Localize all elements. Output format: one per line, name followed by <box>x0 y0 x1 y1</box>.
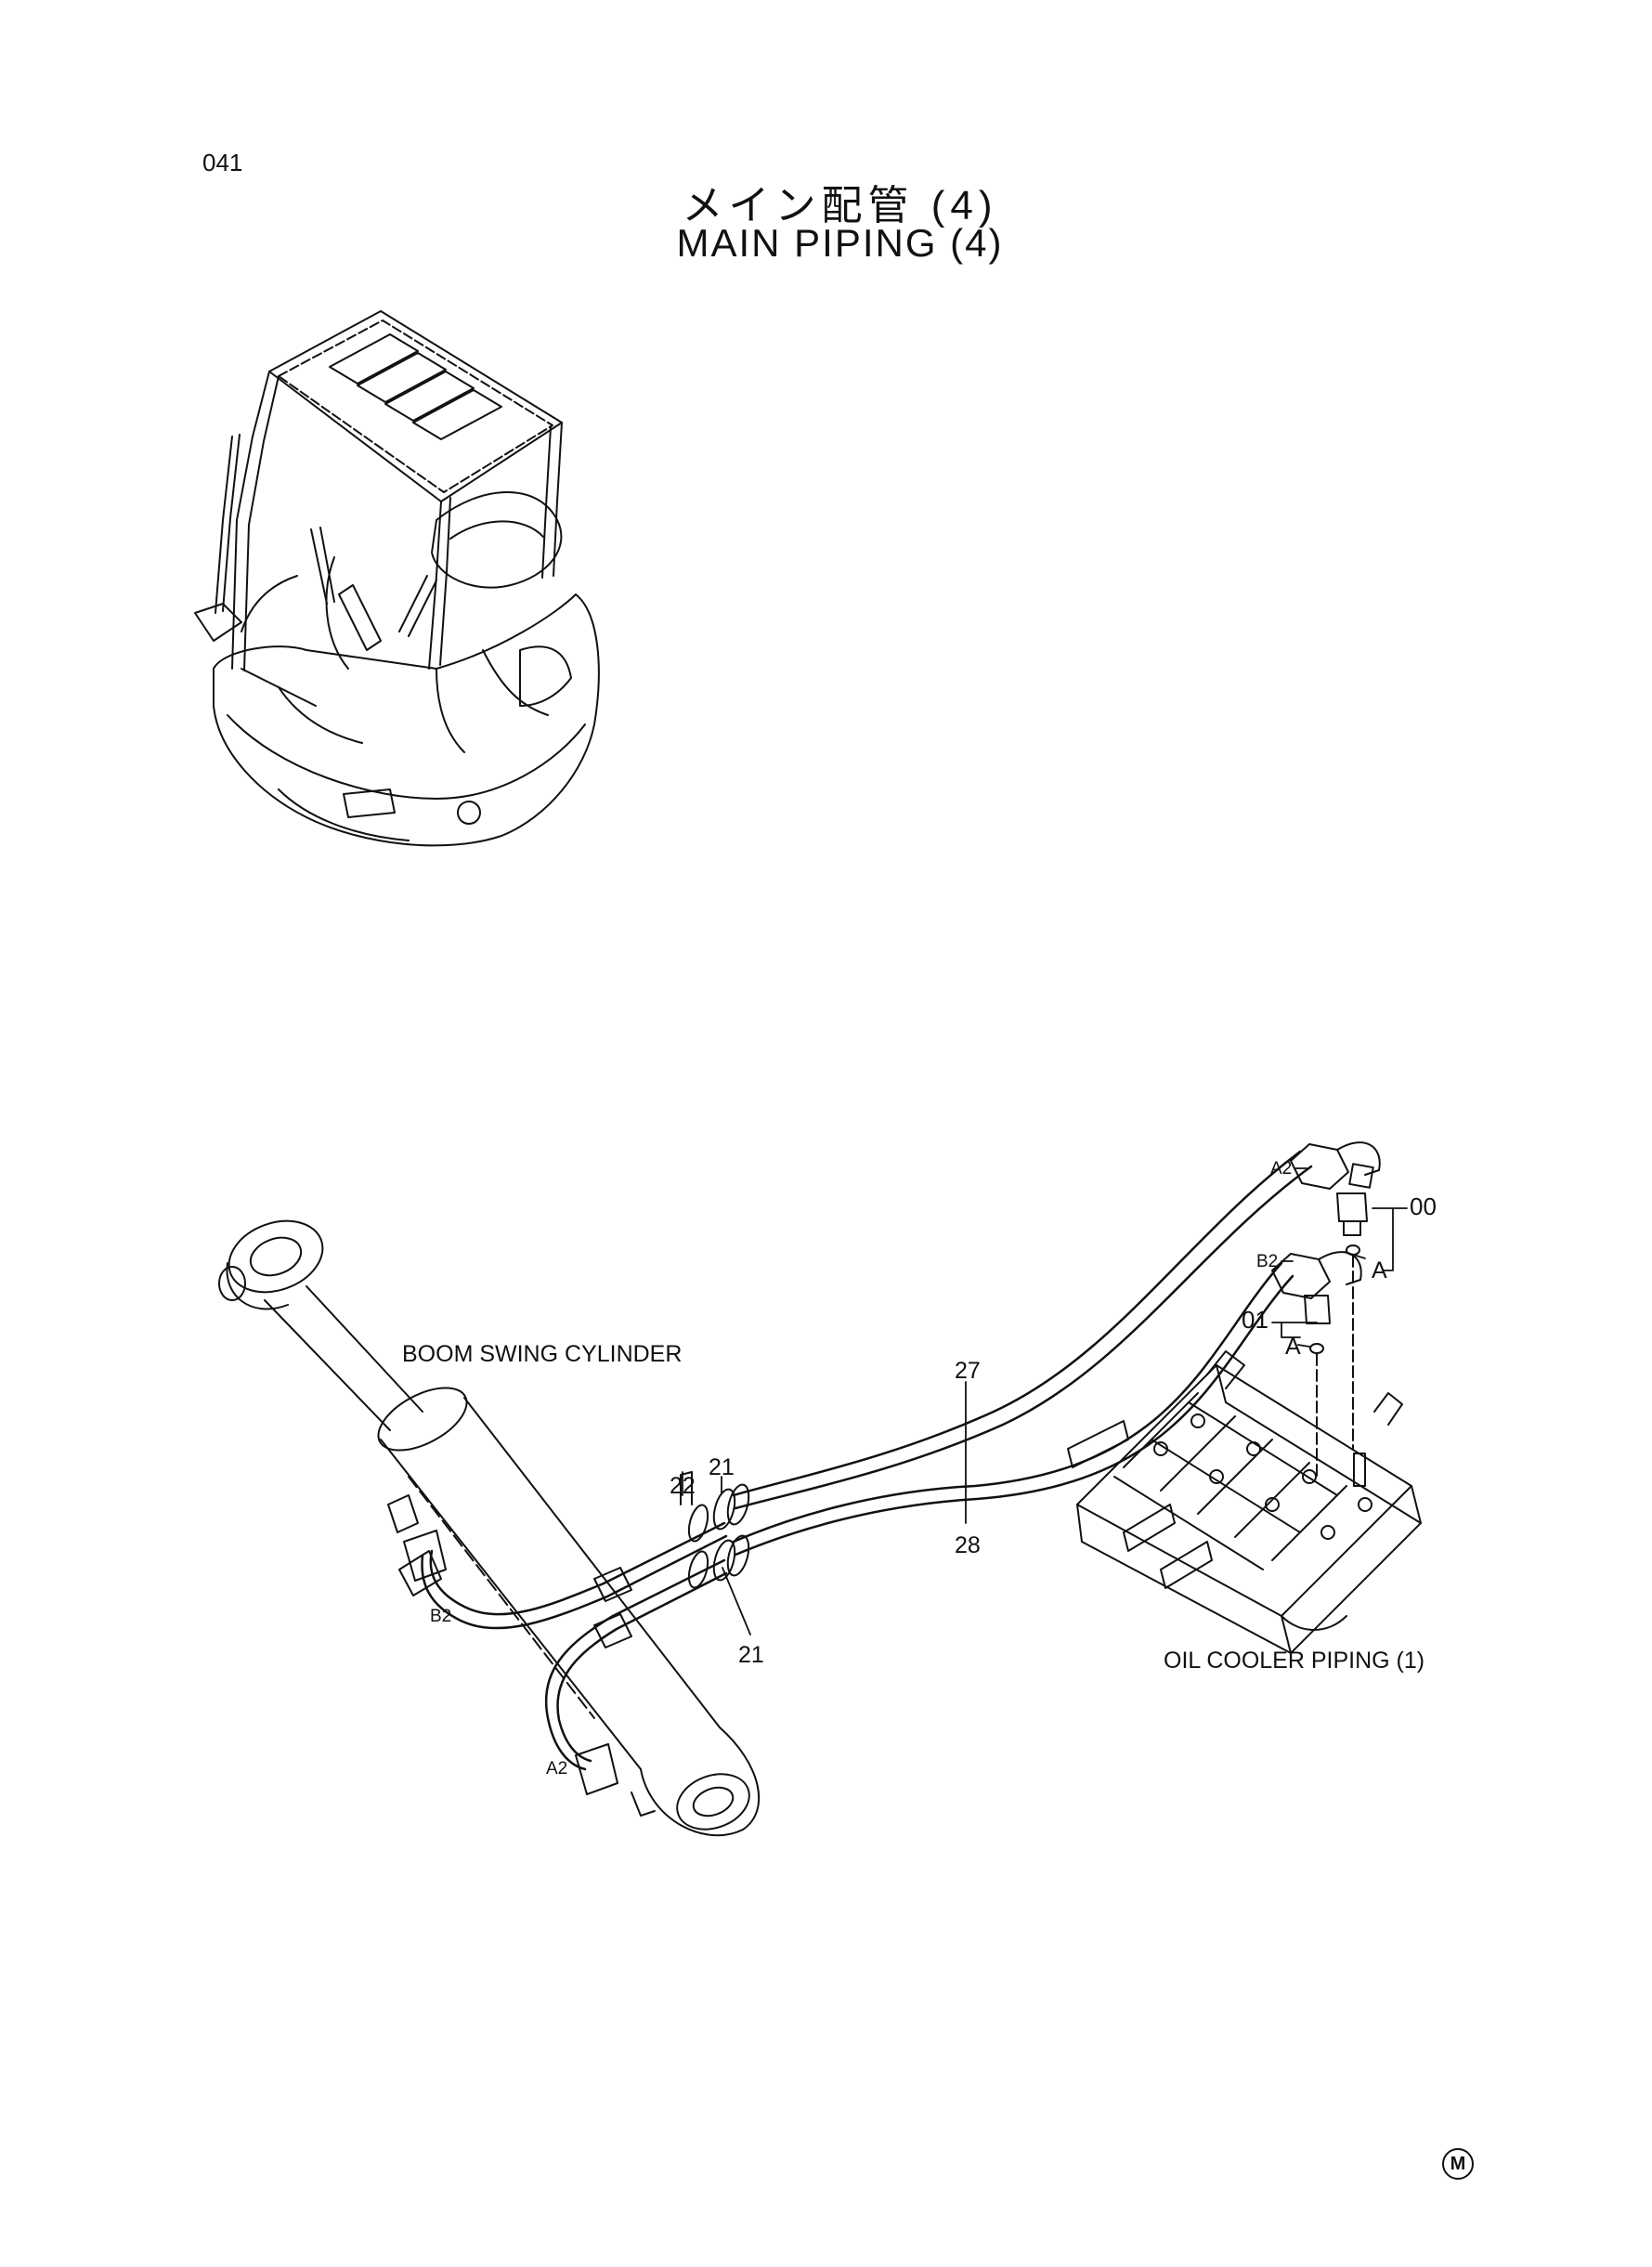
part-number-27: 27 <box>955 1358 981 1384</box>
boom-swing-cylinder-label: BOOM SWING CYLINDER <box>402 1341 682 1367</box>
boom-swing-cylinder-illustration <box>218 1219 761 1837</box>
control-valve-illustration <box>1067 1350 1422 1654</box>
part-number-21-bottom: 21 <box>738 1642 764 1668</box>
page-title-english: MAIN PIPING (4) <box>676 221 1004 265</box>
page-title-japanese: メイン配管 (4) <box>682 183 998 228</box>
part-number-00: 00 <box>1410 1192 1437 1220</box>
excavator-cab-illustration <box>194 310 600 847</box>
oil-cooler-piping-label: OIL COOLER PIPING (1) <box>1164 1648 1424 1674</box>
leader-lines <box>682 1167 1408 1635</box>
hose-fittings <box>403 1141 1381 1795</box>
part-number-01: 01 <box>1242 1306 1268 1334</box>
adapter-fittings <box>1304 1192 1368 1487</box>
port-b2-valve: B2 <box>1256 1252 1278 1271</box>
part-number-28: 28 <box>955 1532 981 1558</box>
detail-a-lower: A <box>1285 1334 1301 1360</box>
catalog-m-mark: M <box>1442 2148 1474 2180</box>
part-number-21-top: 21 <box>709 1454 735 1480</box>
port-a2-valve: A2 <box>1270 1159 1292 1179</box>
detail-a-upper: A <box>1372 1257 1387 1283</box>
port-a2-cylinder: A2 <box>546 1759 567 1778</box>
port-b2-cylinder: B2 <box>430 1607 451 1626</box>
hose-lines <box>421 1150 1313 1771</box>
part-number-22: 22 <box>670 1473 696 1499</box>
page-number: 041 <box>202 149 243 176</box>
